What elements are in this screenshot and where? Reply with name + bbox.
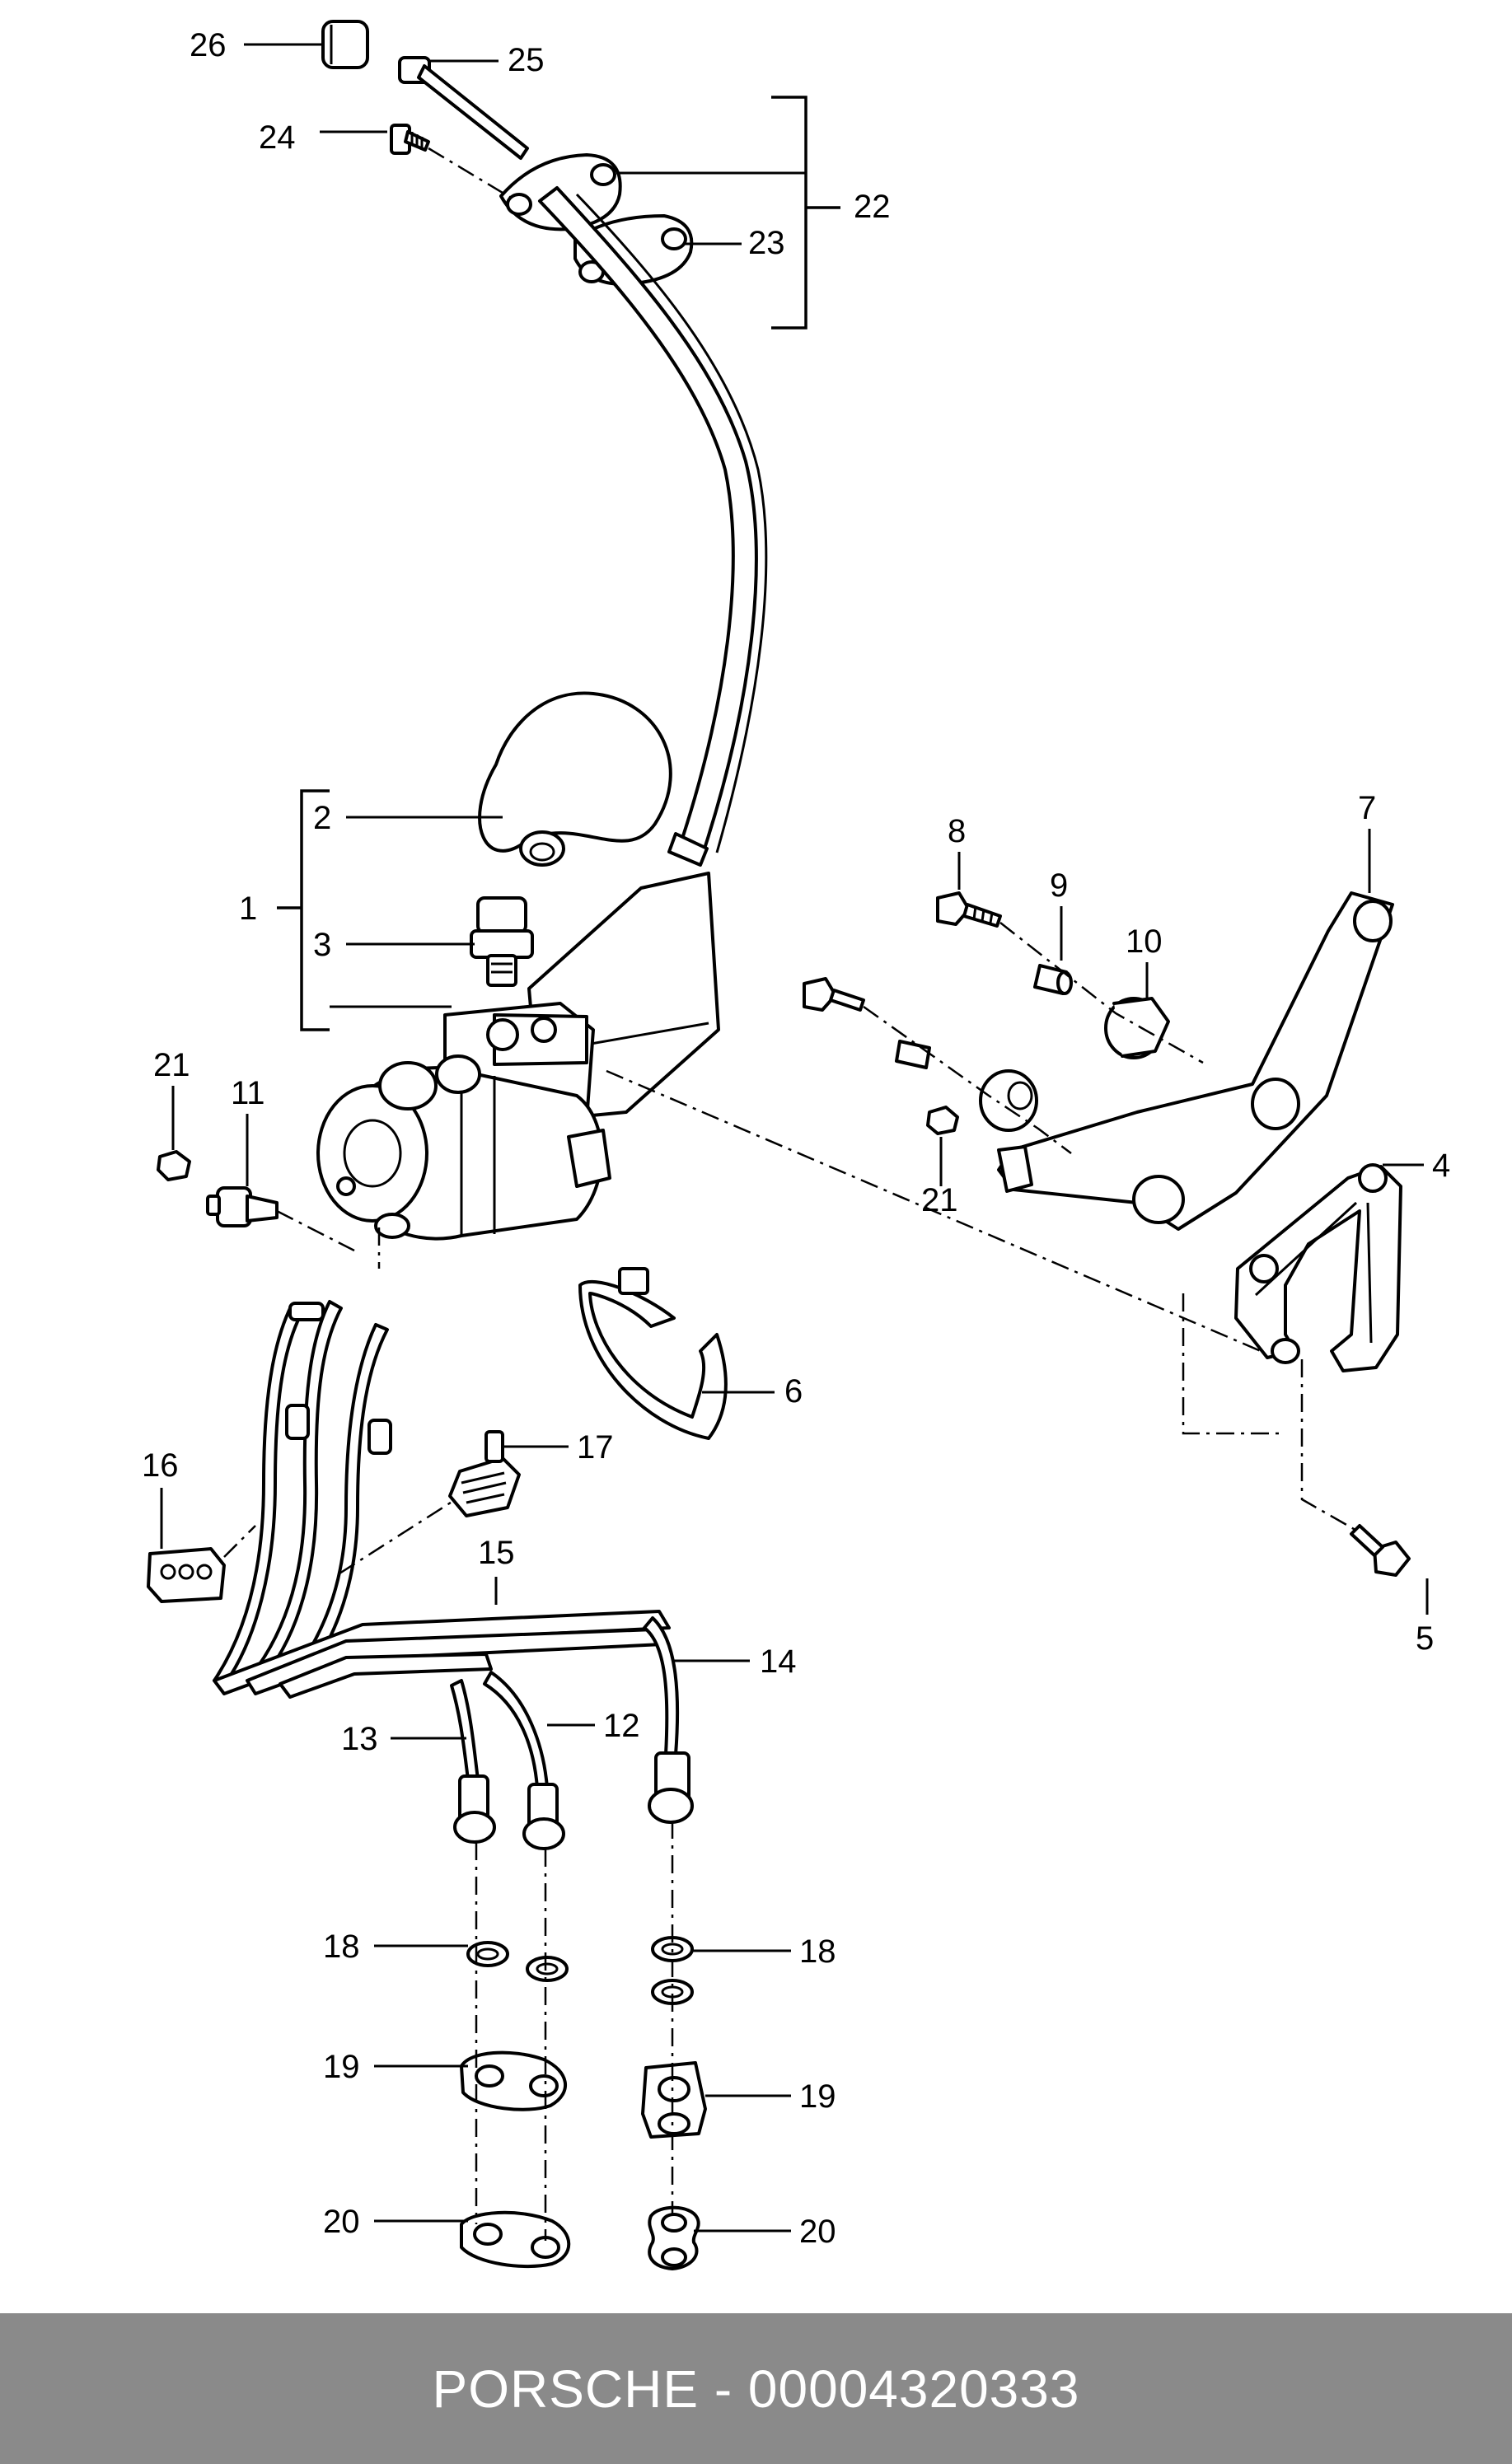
callout-13: 13: [341, 1721, 378, 1757]
callout-9: 9: [1050, 867, 1068, 904]
callout-2: 2: [313, 800, 331, 836]
callout-8: 8: [948, 813, 966, 849]
callout-17: 17: [577, 1429, 614, 1466]
callout-25: 25: [508, 42, 545, 78]
part-13-line: [450, 1679, 496, 1844]
dash-pump-bracket: [606, 1069, 1285, 1435]
part-19-block-right: [641, 2061, 707, 2139]
part-3-pressure-switch: [470, 896, 534, 987]
dash-24-flange: [428, 147, 512, 199]
callout-20-right: 20: [799, 2214, 836, 2250]
callout-10: 10: [1126, 923, 1163, 960]
callout-12: 12: [603, 1708, 640, 1744]
dash-11-pump: [276, 1209, 381, 1269]
dash-5: [1300, 1359, 1360, 1534]
part-24-bolt: [390, 124, 430, 155]
callout-4: 4: [1432, 1148, 1450, 1184]
callout-15: 15: [478, 1535, 515, 1571]
part-21-nut-right: [926, 1106, 959, 1135]
callout-1: 1: [239, 891, 257, 927]
part-15-line-bundle: [213, 1300, 671, 1699]
callout-18-right: 18: [799, 1933, 836, 1970]
part-8-bolt: [936, 891, 1002, 928]
part-number-caption: PORSCHE - 00004320333: [432, 2359, 1080, 2419]
callout-19-left: 19: [323, 2049, 360, 2085]
part-21-nut-left: [157, 1150, 191, 1181]
callout-21-right: 21: [921, 1182, 958, 1218]
callout-21-left: 21: [153, 1047, 190, 1083]
part-1-pump-unit: [316, 872, 720, 1241]
callout-20-left: 20: [323, 2204, 360, 2240]
callout-22: 22: [854, 189, 891, 225]
callout-6: 6: [784, 1373, 803, 1410]
part-7-bracket-arm: [997, 891, 1394, 1231]
part-11-connector: [206, 1186, 279, 1227]
callout-3: 3: [313, 927, 331, 963]
part-17-clip: [448, 1430, 521, 1517]
part-18-ring-left: [466, 1941, 509, 1967]
dash-16: [223, 1499, 454, 1575]
part-12-line: [483, 1671, 565, 1850]
callout-16: 16: [142, 1447, 179, 1484]
part-20-plate-left: [460, 2210, 571, 2269]
callout-5: 5: [1416, 1620, 1434, 1657]
callout-14: 14: [760, 1643, 797, 1680]
part-9-sleeve: [1033, 964, 1073, 995]
part-5-bolt: [1350, 1524, 1411, 1577]
footer-bar: PORSCHE - 00004320333: [0, 2313, 1512, 2464]
dash-8-arm: [863, 922, 1204, 1154]
part-10-bushing-lower: [979, 1069, 1038, 1132]
part-22-line-assembly: [499, 153, 768, 867]
parts-diagram: 26 25 24 22 23 2 1 3 8 9 10 7 21 11 21 4…: [142, 20, 1450, 2270]
part-19-plate-left: [460, 2050, 567, 2111]
part-18-ring-mid: [526, 1956, 569, 1982]
part-9-sleeve-lower: [895, 1040, 931, 1069]
callout-23: 23: [748, 225, 785, 261]
part-8-bolt-lower: [803, 977, 865, 1012]
part-16-clamp: [147, 1547, 226, 1603]
part-2-accumulator: [478, 691, 672, 867]
part-10-bushing: [1104, 997, 1170, 1059]
part-4-bracket: [1234, 1163, 1402, 1372]
part-6-band: [578, 1267, 728, 1440]
part-25-fitting: [398, 56, 529, 160]
part-14-line: [643, 1616, 694, 1824]
callout-24: 24: [259, 119, 296, 156]
part-26-cap: [321, 20, 369, 69]
callout-19-right: 19: [799, 2078, 836, 2115]
group-1-bracket: [277, 789, 330, 1031]
callout-18-left: 18: [323, 1929, 360, 1965]
group-22-bracket: [771, 96, 840, 330]
part-20-plate-right: [648, 2205, 700, 2270]
dash-fittings: [475, 1821, 674, 2241]
callout-11: 11: [231, 1075, 265, 1111]
callout-7: 7: [1358, 790, 1376, 826]
callout-26: 26: [190, 27, 227, 63]
